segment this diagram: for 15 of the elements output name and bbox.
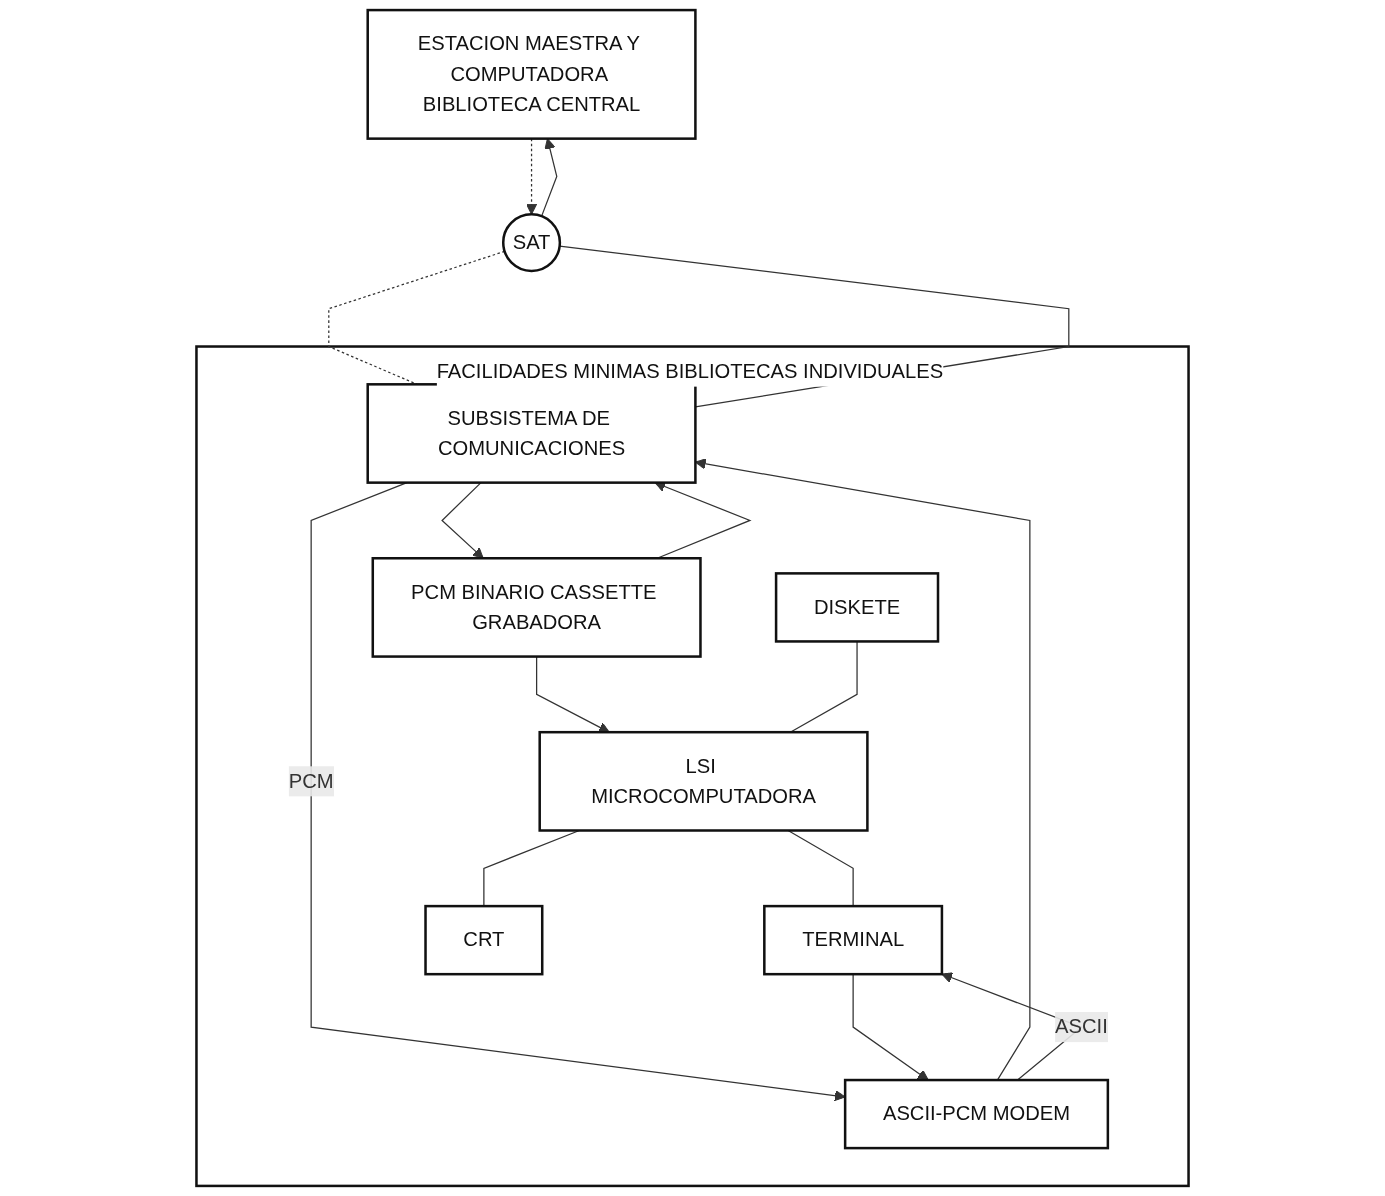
arrow	[541, 138, 558, 217]
node-circle: SAT	[502, 213, 562, 273]
node-box: PCM BINARIO CASSETTE GRABADORA	[371, 557, 702, 658]
node-box: ESTACION MAESTRA Y COMPUTADORA BIBLIOTECA CENTRAL	[366, 8, 697, 140]
node-box: LSI MICROCOMPUTADORA	[538, 730, 869, 832]
edge-label: PCM	[288, 770, 334, 792]
arrow	[526, 138, 538, 215]
arrow	[441, 482, 484, 559]
arrow	[310, 482, 846, 1102]
edge-label: ASCII	[1055, 1015, 1108, 1038]
node-box: ASCII-PCM MODEM	[843, 1078, 1110, 1150]
node-box: TERMINAL	[763, 904, 944, 976]
node-box: CRT	[424, 904, 544, 976]
node-box: SUBSISTEMA DE COMUNICACIONES	[366, 383, 697, 484]
node-box: DISKETE	[774, 572, 940, 643]
